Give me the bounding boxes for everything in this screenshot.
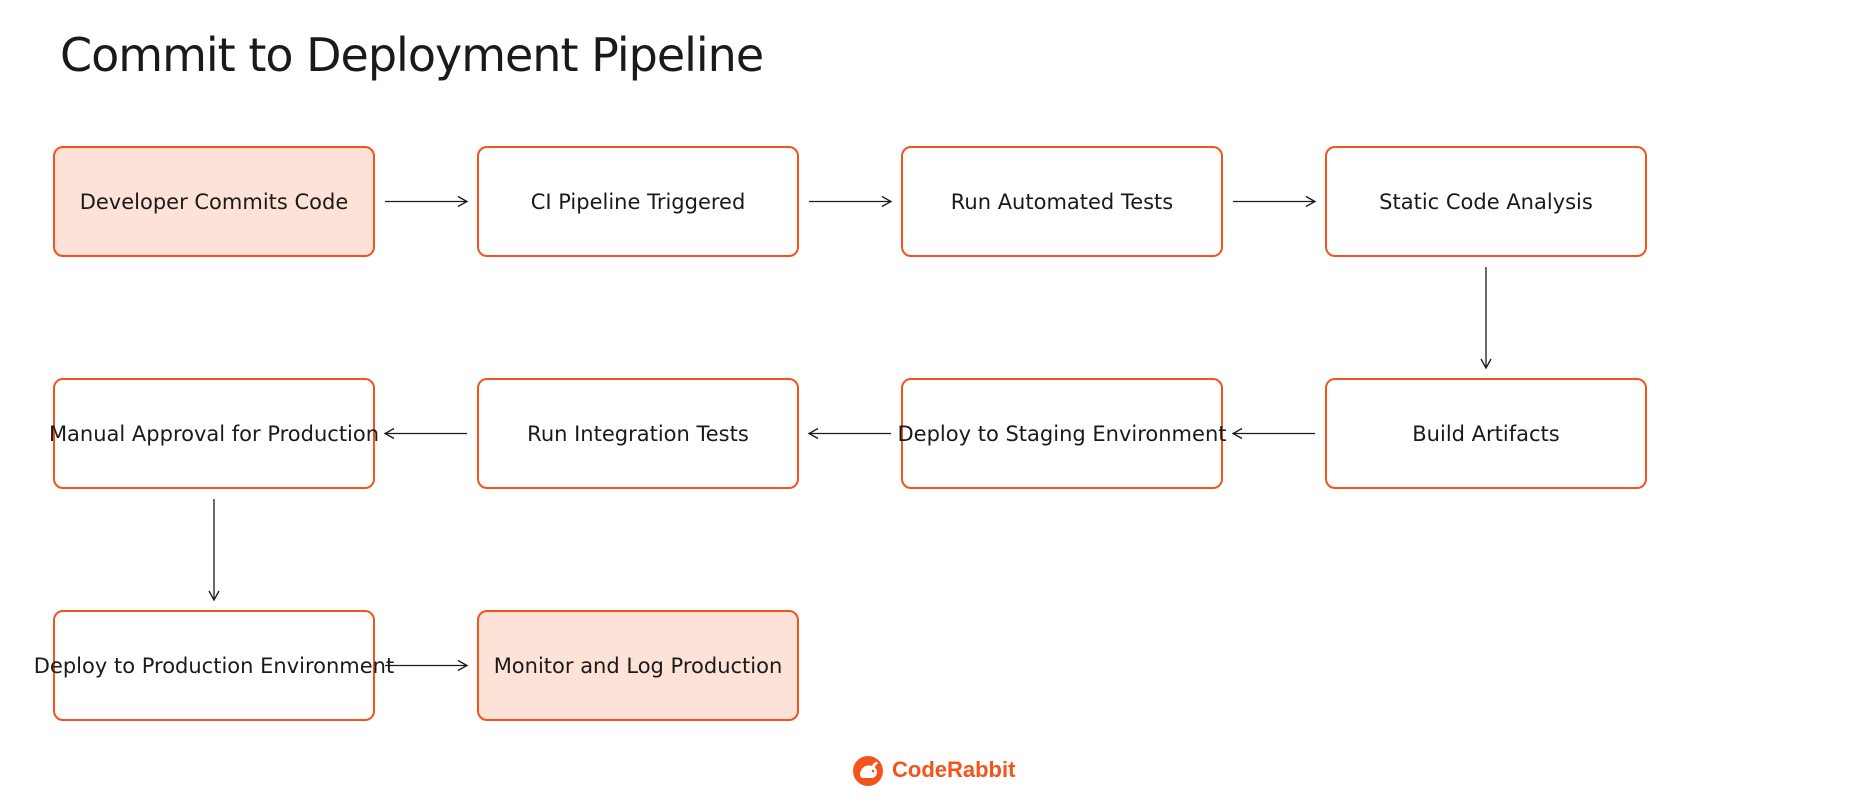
brand-logo: CodeRabbit	[852, 754, 1015, 786]
node-run-automated-tests: Run Automated Tests	[901, 146, 1223, 257]
node-monitor-and-log: Monitor and Log Production	[477, 610, 799, 721]
node-label: Deploy to Production Environment	[33, 653, 395, 678]
node-label: CI Pipeline Triggered	[530, 189, 746, 214]
node-label: Deploy to Staging Environment	[897, 421, 1227, 446]
node-deploy-to-staging: Deploy to Staging Environment	[898, 378, 1226, 489]
node-label: Run Integration Tests	[527, 421, 749, 446]
node-label: Run Automated Tests	[950, 189, 1174, 214]
node-run-integration-tests: Run Integration Tests	[477, 378, 799, 489]
node-developer-commits-code: Developer Commits Code	[53, 146, 375, 257]
diagram-title: Commit to Deployment Pipeline	[60, 28, 764, 82]
node-label: Developer Commits Code	[79, 189, 349, 214]
brand-name: CodeRabbit	[892, 757, 1016, 782]
node-static-code-analysis: Static Code Analysis	[1325, 146, 1647, 257]
node-ci-pipeline-triggered: CI Pipeline Triggered	[477, 146, 799, 257]
node-deploy-to-production: Deploy to Production Environment	[34, 610, 394, 721]
rabbit-logo-icon	[853, 756, 883, 786]
node-label: Build Artifacts	[1412, 421, 1560, 446]
node-label: Manual Approval for Production	[48, 421, 380, 446]
node-manual-approval: Manual Approval for Production	[49, 378, 379, 489]
node-label: Monitor and Log Production	[493, 653, 783, 678]
node-label: Static Code Analysis	[1379, 189, 1593, 214]
node-build-artifacts: Build Artifacts	[1325, 378, 1647, 489]
